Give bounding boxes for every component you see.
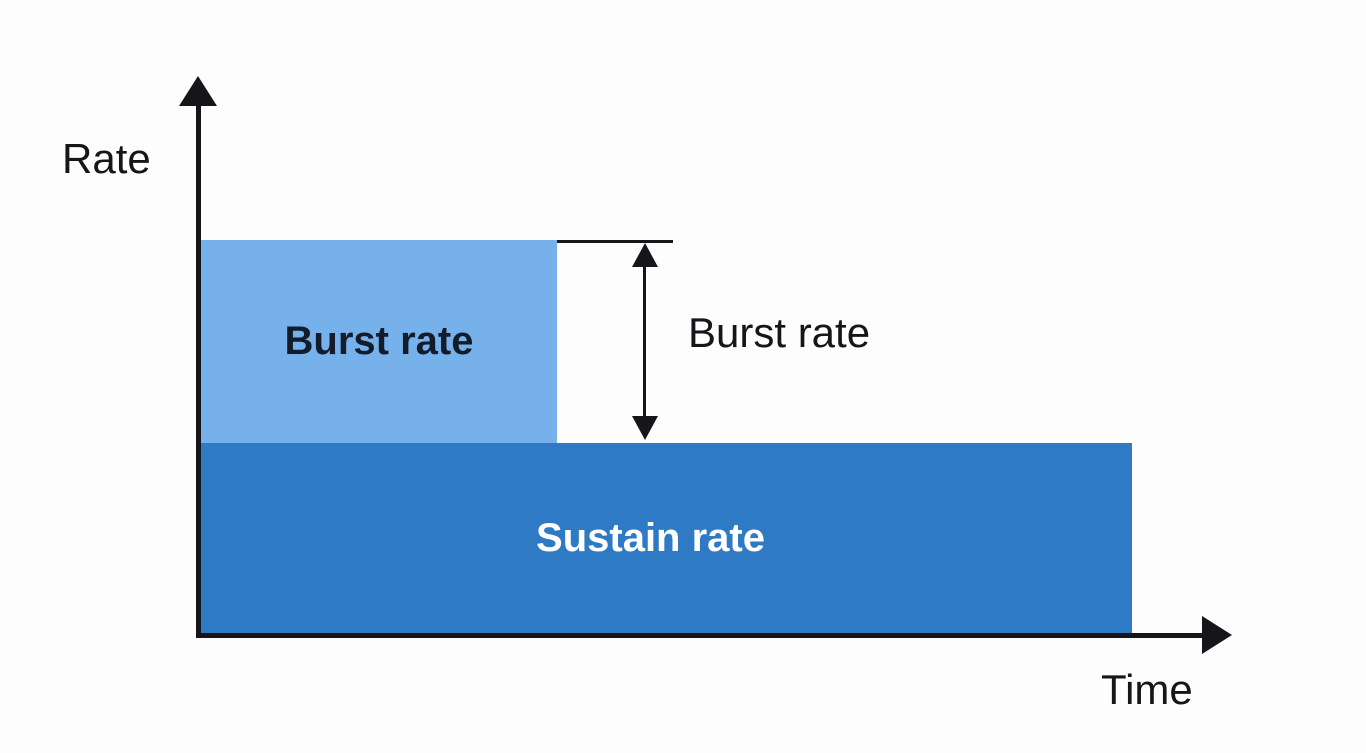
burst-rate-bar-label: Burst rate xyxy=(284,319,474,363)
burst-level-tick-line xyxy=(557,240,673,243)
x-axis-line xyxy=(196,633,1206,638)
delta-arrow-shaft xyxy=(643,267,646,416)
y-axis-line xyxy=(196,96,201,638)
burst-delta-label: Burst rate xyxy=(688,309,871,356)
sustain-rate-bar: Sustain rate xyxy=(201,443,1132,633)
arrow-right-axis-icon xyxy=(1202,616,1232,654)
arrow-up-icon xyxy=(631,243,658,267)
sustain-rate-bar-label: Sustain rate xyxy=(536,515,765,560)
burst-delta-arrow xyxy=(631,243,658,440)
burst-rate-bar: Burst rate xyxy=(201,240,557,443)
time-axis-label: Time xyxy=(1101,666,1193,713)
rate-axis-label: Rate xyxy=(62,135,151,182)
arrow-up-axis-icon xyxy=(179,76,217,106)
arrow-down-icon xyxy=(631,416,658,440)
